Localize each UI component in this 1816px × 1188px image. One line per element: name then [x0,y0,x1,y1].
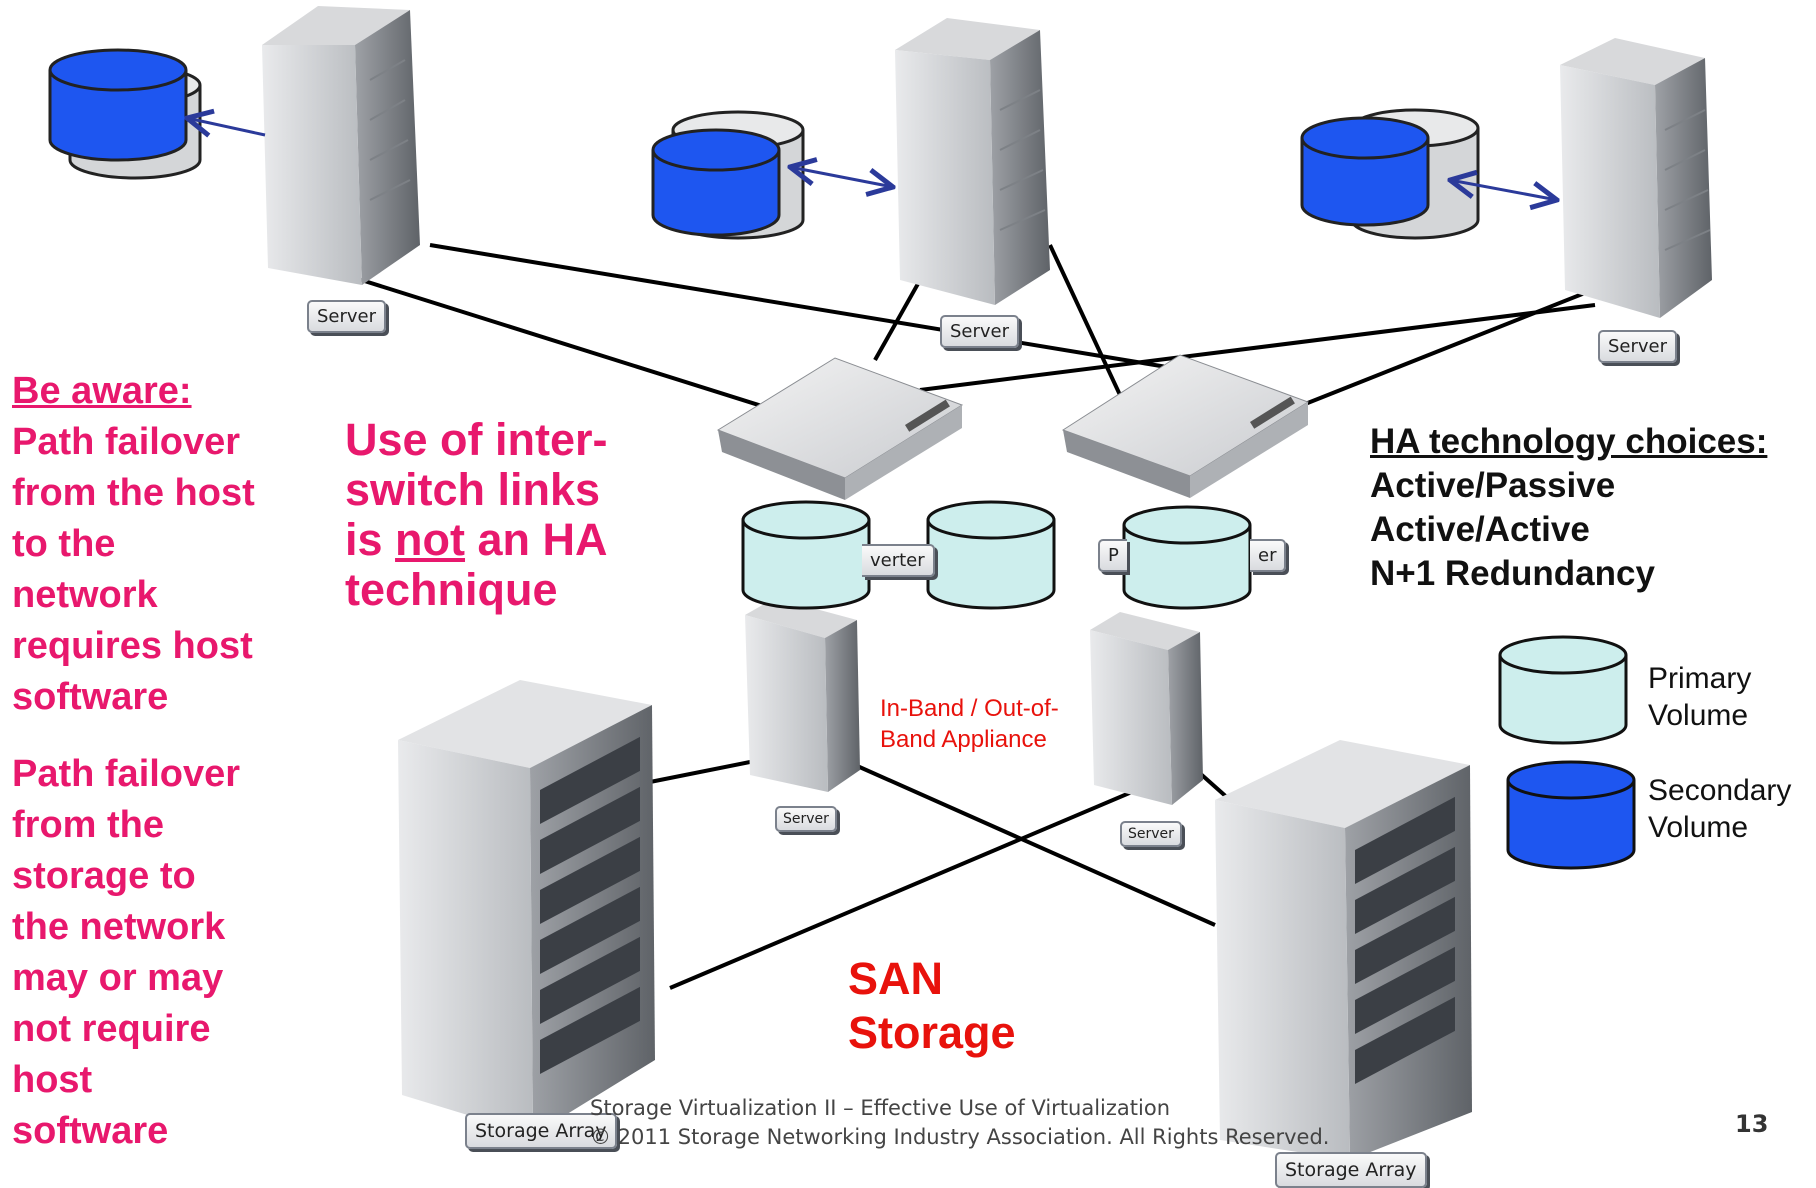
server-top-right [1560,38,1712,318]
note-line: not require [12,1008,211,1050]
ha-heading: HA technology choices: [1370,422,1768,461]
switch-left [716,357,964,500]
p-tag-partial: P [1098,539,1127,572]
server-top-left [262,6,420,285]
isl-note: Use of inter- switch links is not an HA … [345,415,645,615]
isl-not: not [395,514,466,565]
server-top-center [895,18,1050,305]
legend-secondary-icon [1506,760,1636,870]
isl-rest: an HA [465,514,608,565]
converter-tag-partial: verter [862,544,935,577]
san-line: SAN [848,953,944,1004]
san-line: Storage [848,1007,1016,1058]
note-line: may or may [12,957,224,999]
link-arrows [187,118,1557,200]
note-line: host [12,1059,93,1101]
storage-array-tag-left: Storage Array [465,1113,617,1149]
ha-choice: Active/Active [1370,510,1590,549]
footer-title: Storage Virtualization II – Effective Us… [590,1096,1171,1120]
network-links [354,243,1606,990]
primary-volumes-switch [741,500,1252,610]
isl-line-3: is not an HA [345,515,645,565]
note-line: requires host [12,625,253,667]
ha-choice: Active/Passive [1370,466,1616,505]
isl-line: Use of inter- [345,414,608,465]
appliance-server-left [745,598,860,792]
er-tag-partial: er [1250,539,1287,572]
appliance-server-right [1090,612,1203,805]
ha-choice: N+1 Redundancy [1370,554,1655,593]
note-line: from the host [12,472,255,514]
legend-line: Volume [1648,699,1749,732]
appliance-line: Band Appliance [880,726,1047,753]
switch-right [1061,354,1310,498]
isl-line: switch links [345,464,601,515]
legend-secondary-label: Secondary Volume [1648,772,1816,846]
note-line: to the [12,523,116,565]
note-line: the network [12,906,226,948]
note-line: Path failover [12,753,241,795]
storage-array-right [1215,740,1472,1160]
host-failover-note: Be aware: Path failover from the host to… [12,366,312,1157]
page-number: 13 [1735,1110,1769,1138]
note-line: Path failover [12,421,241,463]
footer-copyright: © 2011 Storage Networking Industry Assoc… [590,1125,1330,1149]
isl-pre: is [345,514,396,565]
note-line: storage to [12,855,196,897]
storage-array-tag-right: Storage Array [1275,1152,1427,1188]
server-tag-appliance-right: Server [1120,821,1182,847]
server-tag-top-right: Server [1598,330,1678,363]
note-line: software [12,1110,169,1152]
volume-pair-top-left [48,48,202,180]
note-heading: Be aware: [12,370,192,412]
legend-primary-icon [1498,635,1628,745]
legend-line: Primary [1648,662,1752,695]
appliance-line: In-Band / Out-of- [880,695,1059,722]
server-tag-top-center: Server [940,315,1020,348]
footer: Storage Virtualization II – Effective Us… [590,1094,1390,1152]
appliance-label: In-Band / Out-of- Band Appliance [880,693,1120,755]
storage-array-left [398,680,655,1135]
note-line: network [12,574,158,616]
volume-pair-top-right [1300,108,1480,240]
volume-pair-top-center [651,110,805,240]
legend-line: Secondary [1648,774,1792,807]
legend-line: Volume [1648,811,1749,844]
server-tag-top-left: Server [307,300,387,333]
note-line: from the [12,804,164,846]
isl-line: technique [345,564,558,615]
note-line: software [12,676,169,718]
ha-choices: HA technology choices: Active/Passive Ac… [1370,420,1810,596]
server-tag-appliance-left: Server [775,806,837,832]
san-storage-label: SAN Storage [848,952,1098,1060]
legend-primary-label: Primary Volume [1648,660,1816,734]
